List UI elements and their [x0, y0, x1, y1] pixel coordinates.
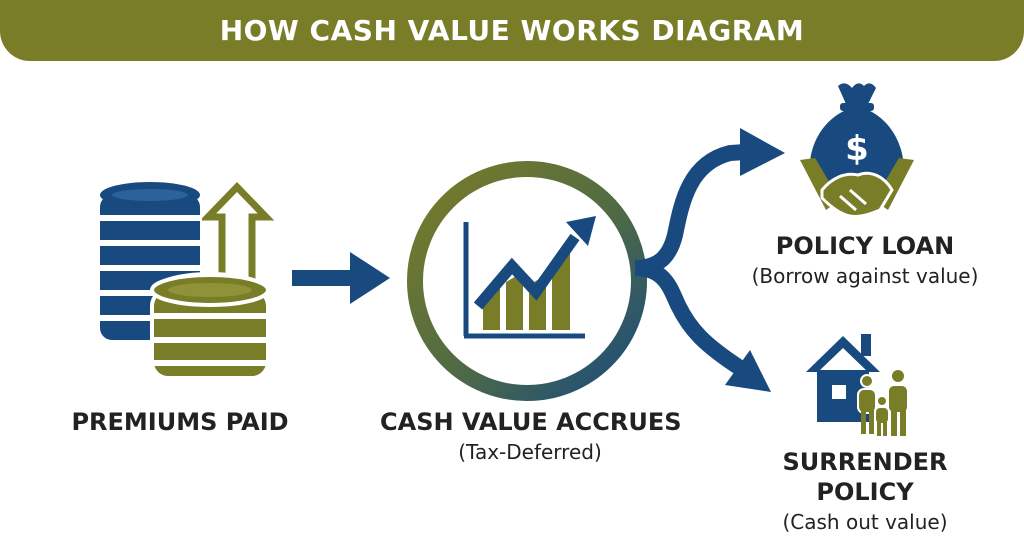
- title-bar: HOW CASH VALUE WORKS DIAGRAM: [0, 0, 1024, 61]
- money-bag-handshake-icon: $: [800, 83, 914, 218]
- borrow-against-value-label: (Borrow against value): [751, 264, 979, 288]
- coin-stack-icon: [98, 181, 275, 380]
- cash-out-value-label: (Cash out value): [782, 510, 948, 534]
- dollar-sign-icon: $: [845, 129, 869, 169]
- family-figures: [857, 368, 909, 436]
- tax-deferred-label: (Tax-Deferred): [458, 440, 602, 464]
- up-arrow-icon: [199, 181, 275, 286]
- growth-chart-icon: [407, 161, 647, 401]
- policy-loan-label: POLICY LOAN: [775, 232, 955, 260]
- branch-arrows: [634, 128, 785, 392]
- premiums-paid-label: PREMIUMS PAID: [71, 408, 289, 436]
- surrender-label: SURRENDER: [782, 448, 948, 476]
- handshake-icon: [800, 158, 914, 218]
- page-title: HOW CASH VALUE WORKS DIAGRAM: [219, 14, 805, 47]
- policy-label: POLICY: [816, 478, 914, 506]
- olive-coin-stack: [150, 272, 270, 380]
- arrow-to-cash-value: [292, 252, 390, 304]
- house-family-icon: [806, 334, 909, 436]
- cash-value-accrues-label: CASH VALUE ACCRUES: [380, 408, 682, 436]
